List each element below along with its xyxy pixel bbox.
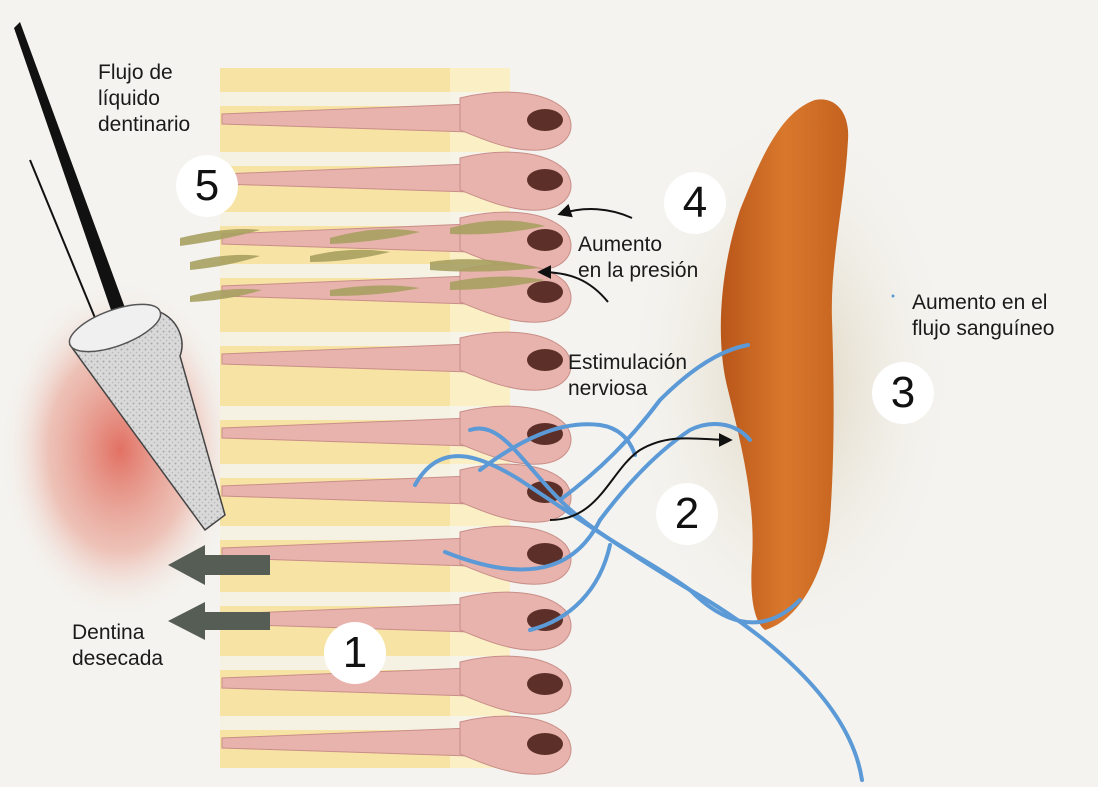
pressure-arrow xyxy=(560,209,632,218)
nerve-stimulation-label: Estimulación nerviosa xyxy=(568,350,687,402)
step-number-3: 3 xyxy=(872,362,934,424)
pressure-increase-label: Aumento en la presión xyxy=(578,232,698,284)
step-number-1: 1 xyxy=(324,622,386,684)
vessel-dot xyxy=(892,295,895,298)
step-number-5: 5 xyxy=(176,155,238,217)
cell-nucleus xyxy=(527,349,563,371)
fluid-flow-label: Flujo de líquido dentinario xyxy=(98,60,190,138)
cell-nucleus xyxy=(527,169,563,191)
dried-dentin-label: Dentina desecada xyxy=(72,620,163,672)
step-number-4: 4 xyxy=(664,172,726,234)
cell-nucleus xyxy=(527,733,563,755)
blood-flow-increase-label: Aumento en el flujo sanguíneo xyxy=(912,290,1054,342)
cell-nucleus xyxy=(527,673,563,695)
step-number-2: 2 xyxy=(656,483,718,545)
cell-nucleus xyxy=(527,281,563,303)
cell-nucleus xyxy=(527,109,563,131)
cell-nucleus xyxy=(527,229,563,251)
